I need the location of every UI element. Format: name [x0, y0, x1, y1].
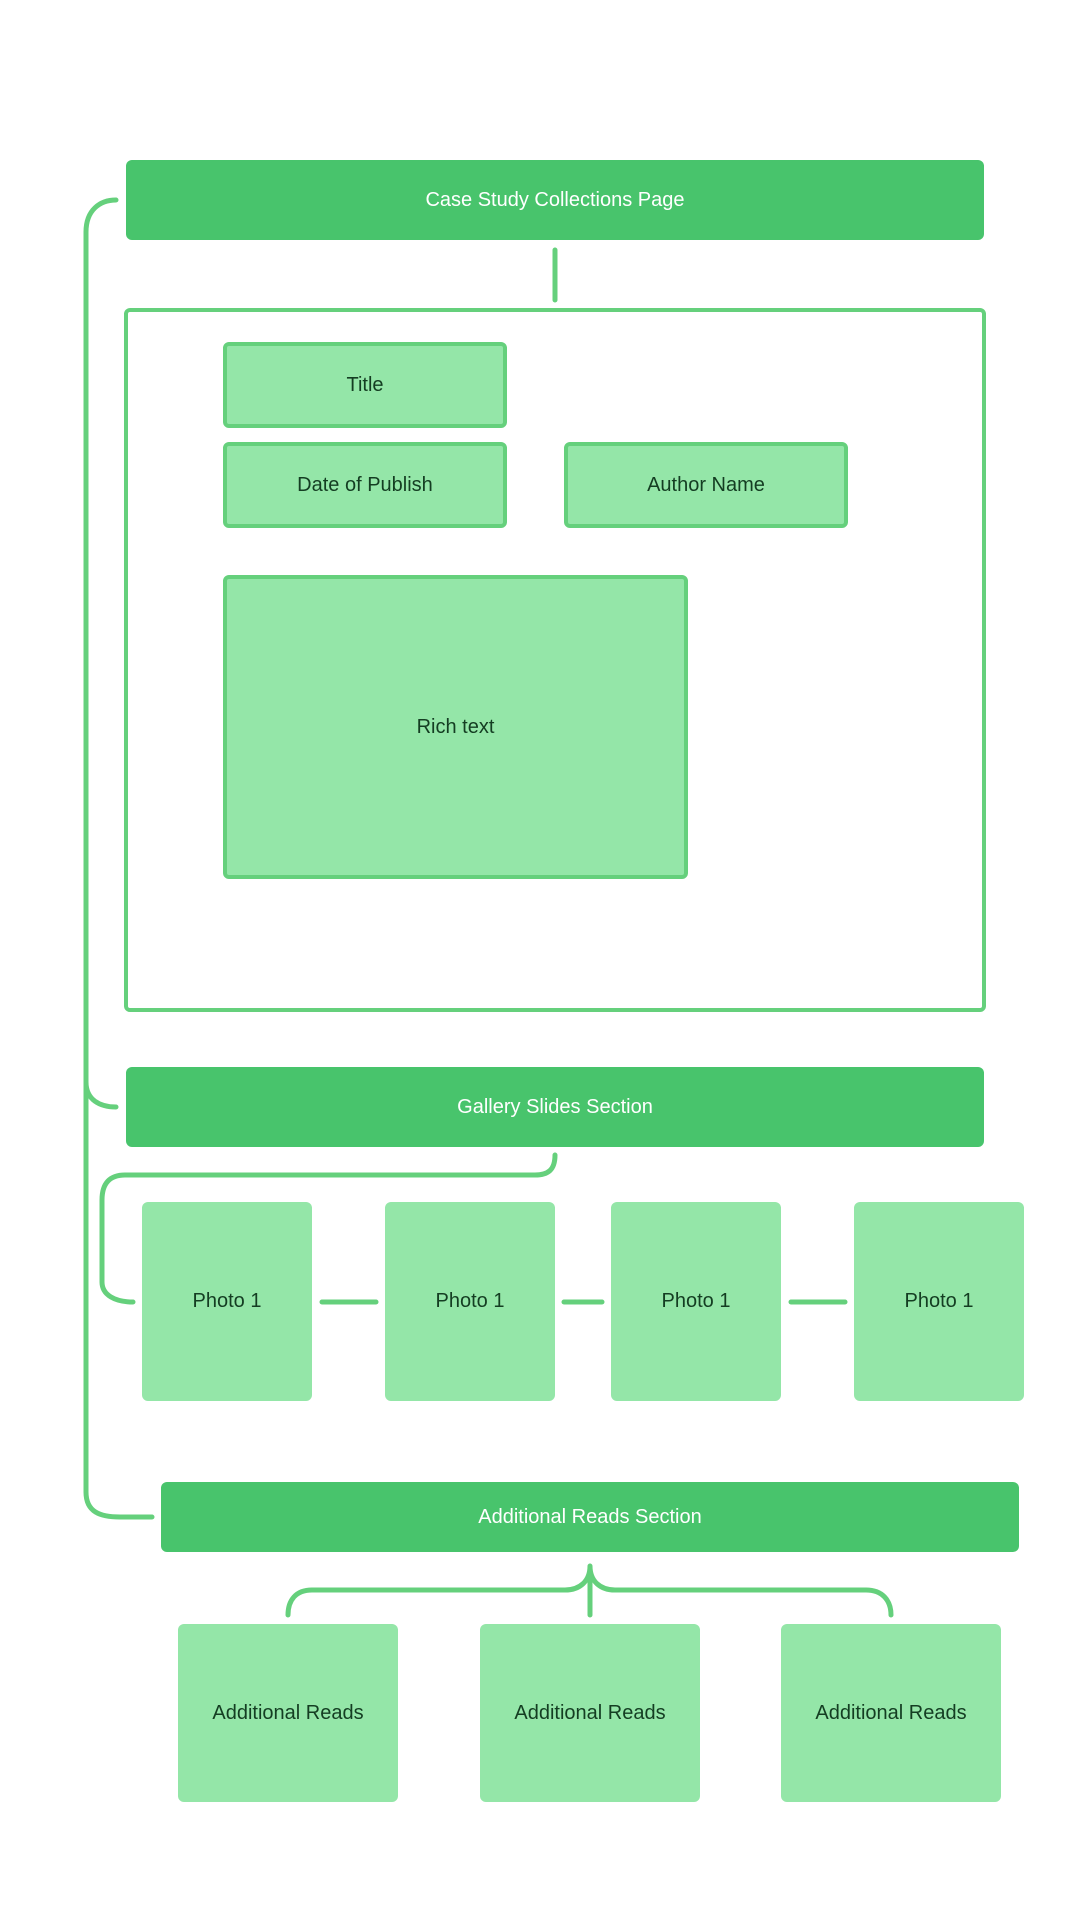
content-frame: [124, 308, 986, 1012]
title-field: Title: [223, 342, 507, 428]
date-of-publish-field: Date of Publish: [223, 442, 507, 528]
gallery-photo: Photo 1: [142, 1202, 312, 1401]
gallery-photo: Photo 1: [854, 1202, 1024, 1401]
additional-fanout-connector: [285, 1563, 894, 1618]
page-to-gallery-connector: [83, 197, 119, 1110]
additional-reads-card: Additional Reads: [781, 1624, 1001, 1802]
additional-reads-section-bar: Additional Reads Section: [161, 1482, 1019, 1552]
author-name-field: Author Name: [564, 442, 848, 528]
additional-reads-card: Additional Reads: [480, 1624, 700, 1802]
additional-reads-card: Additional Reads: [178, 1624, 398, 1802]
case-study-page-bar: Case Study Collections Page: [126, 160, 984, 240]
trunk-to-additional-connector: [83, 1079, 155, 1520]
gallery-photo: Photo 1: [385, 1202, 555, 1401]
rich-text-field: Rich text: [223, 575, 688, 879]
gallery-slides-section-bar: Gallery Slides Section: [126, 1067, 984, 1147]
gallery-photo: Photo 1: [611, 1202, 781, 1401]
gallery-to-photos-connector: [99, 1152, 558, 1305]
